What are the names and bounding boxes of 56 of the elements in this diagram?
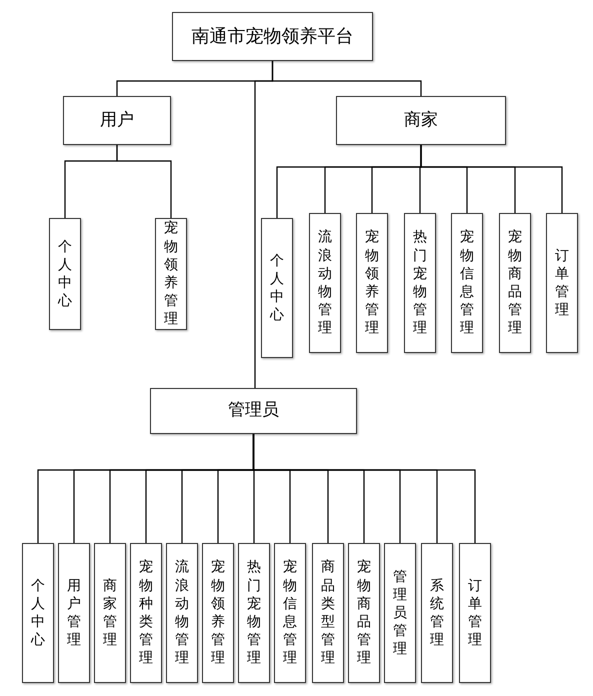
- module-box: [312, 543, 344, 683]
- module-label: 订单管理: [555, 246, 569, 320]
- module-label: 宠物领养管理: [365, 228, 379, 338]
- module-label: 宠物领养管理: [164, 219, 178, 329]
- module-box: [451, 213, 483, 353]
- module-box: [384, 543, 416, 683]
- module-box: [155, 218, 187, 330]
- connector-line: [254, 61, 274, 388]
- module-label: 宠物信息管理: [283, 558, 297, 668]
- module-label: 商家管理: [103, 576, 117, 650]
- module-label: 订单管理: [468, 576, 482, 650]
- module-label: 宠物领养管理: [211, 558, 225, 668]
- module-box: [58, 543, 90, 683]
- module-box: [336, 96, 506, 145]
- module-label: 管理员管理: [393, 568, 407, 658]
- module-label: 个人中心: [58, 238, 72, 310]
- module-label: 热门宠物管理: [413, 228, 427, 338]
- module-label: 流浪动物管理: [175, 558, 189, 668]
- module-box: [404, 213, 436, 353]
- module-label: 商品类型管理: [321, 558, 335, 668]
- module-label: 用户管理: [67, 576, 81, 650]
- module-label: 流浪动物管理: [318, 228, 332, 338]
- module-box: [150, 388, 357, 434]
- module-label: 商家: [404, 108, 438, 132]
- connector-line: [252, 434, 476, 543]
- connector-line: [420, 145, 563, 213]
- module-label: 用户: [100, 108, 134, 132]
- module-label: 宠物商品管理: [508, 228, 522, 338]
- module-box: [309, 213, 341, 353]
- module-box: [94, 543, 126, 683]
- module-box: [172, 12, 373, 61]
- module-box: [22, 543, 54, 683]
- module-box: [166, 543, 198, 683]
- module-box: [348, 543, 380, 683]
- connector-line: [116, 145, 172, 218]
- module-label: 个人中心: [270, 252, 284, 324]
- module-box: [421, 543, 453, 683]
- module-box: [356, 213, 388, 353]
- module-box: [63, 96, 171, 145]
- module-label: 个人中心: [31, 576, 45, 650]
- module-box: [261, 218, 293, 358]
- module-label: 宠物种类管理: [139, 558, 153, 668]
- module-label: 南通市宠物领养平台: [192, 25, 354, 49]
- module-label: 热门宠物管理: [247, 558, 261, 668]
- module-label: 系统管理: [430, 576, 444, 650]
- module-box: [546, 213, 578, 353]
- module-label: 管理员: [228, 399, 279, 422]
- module-label: 宠物信息管理: [460, 228, 474, 338]
- module-label: 宠物商品管理: [357, 558, 371, 668]
- module-box: [499, 213, 531, 353]
- module-box: [130, 543, 162, 683]
- module-box: [49, 218, 81, 330]
- module-box: [238, 543, 270, 683]
- module-box: [202, 543, 234, 683]
- module-box: [274, 543, 306, 683]
- module-box: [459, 543, 491, 683]
